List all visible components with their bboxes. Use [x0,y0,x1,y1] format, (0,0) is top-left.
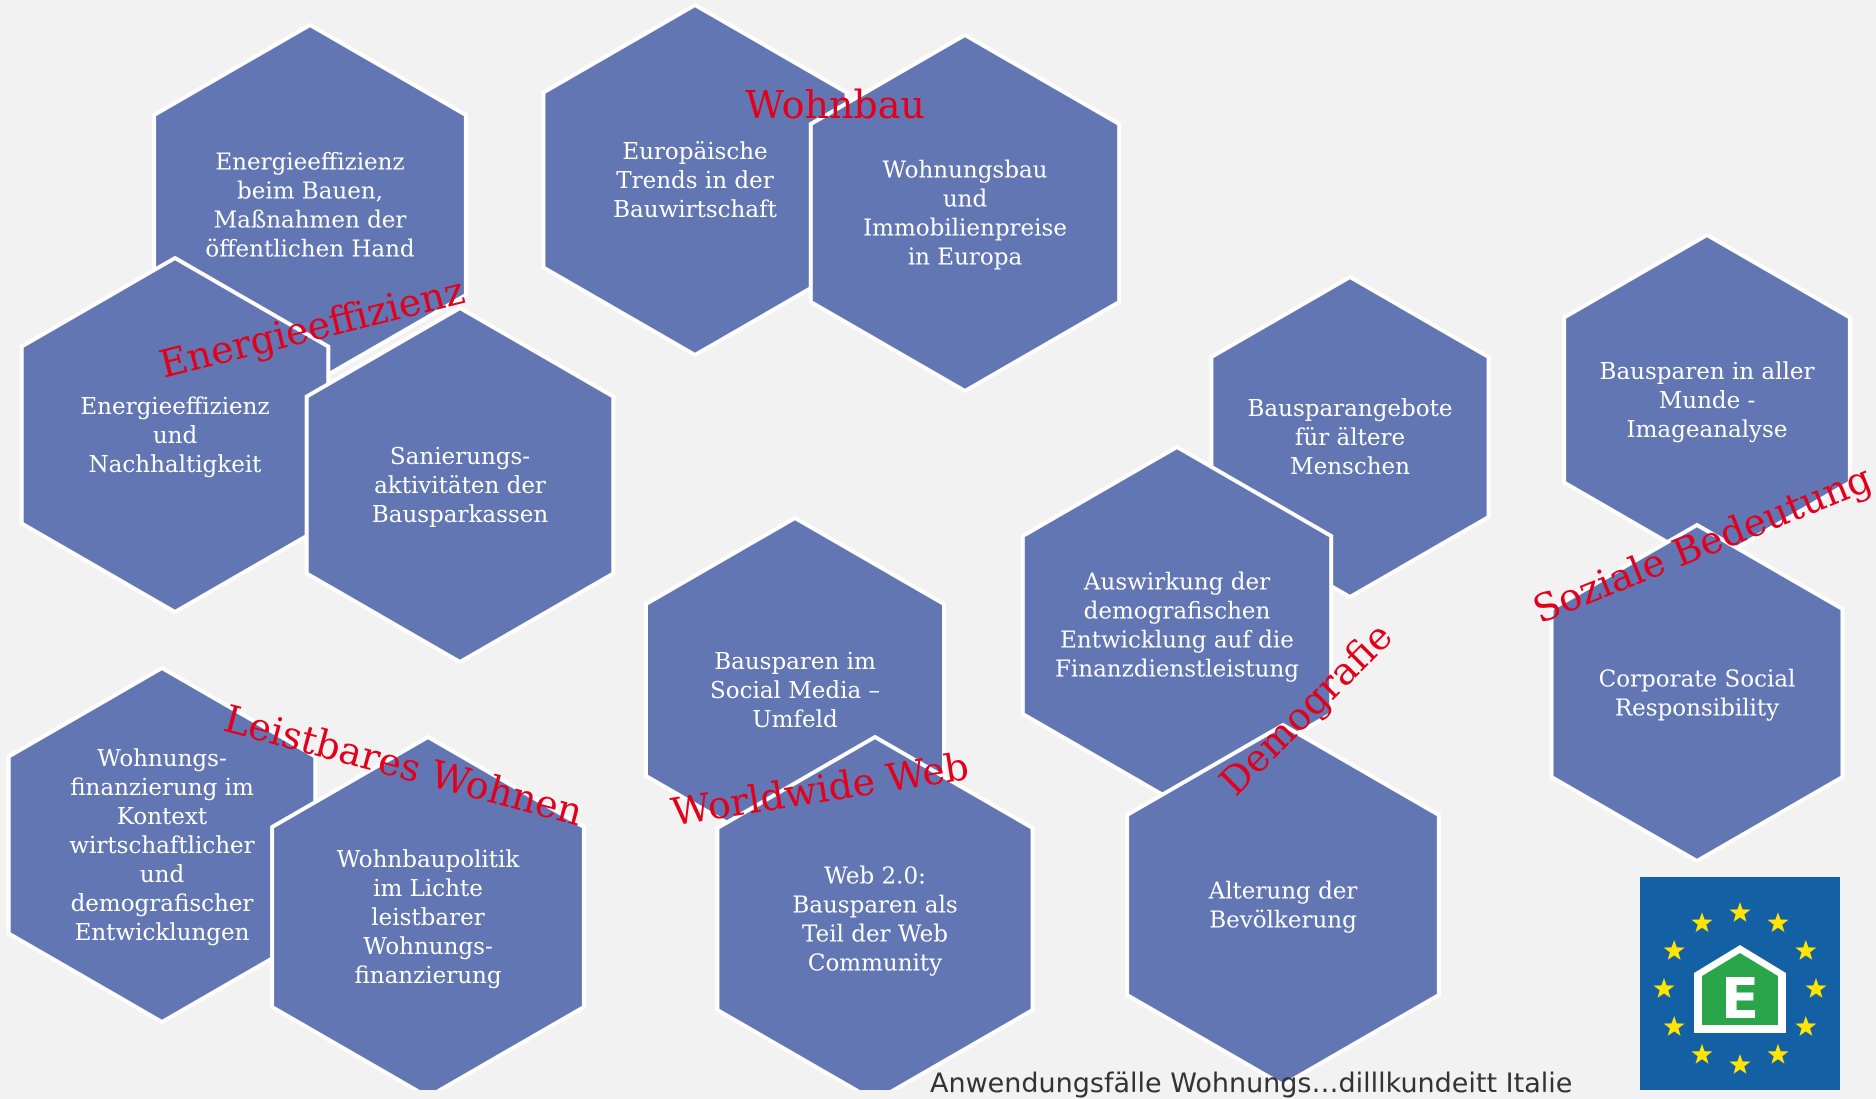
star-icon [1767,1043,1789,1064]
hexagon-text-line: und [140,862,185,888]
hexagon-text-line: Energieeffizienz [215,150,404,176]
hexagon-text-line: Maßnahmen der [214,208,407,234]
star-icon [1729,1054,1751,1074]
hexagon-text-line: demografischen [1084,599,1271,625]
hexagon-text-line: und [153,423,198,449]
star-icon [1767,912,1789,933]
hexagon-text-line: Umfeld [752,707,838,733]
hexagon-text-line: Trends in der [616,168,773,194]
hexagon-text-line: Bausparangebote [1248,396,1453,422]
hexagon-text-line: Finanzdienstleistung [1055,657,1299,683]
hexagon-text-line: Imageanalyse [1627,417,1788,443]
hexagon-shape [1125,722,1441,1088]
hexagon-text-line: Energieeffizienz [80,394,269,420]
hexagon-text-line: Bausparkassen [372,502,549,528]
hexagon-text-line: öffentlichen Hand [205,237,415,263]
star-icon [1729,902,1751,922]
hexagon-text-line: leistbarer [371,905,484,931]
star-icon [1663,1016,1685,1036]
star-icon [1691,1043,1713,1064]
hexagon-text-line: Wohnungsbau [883,158,1048,184]
hexagon-text-line: Alterung der [1208,879,1358,905]
hexagon-text-line: Bausparen in aller [1600,359,1815,385]
hexagon-text-line: Sanierungs- [390,444,530,470]
hexagon-text-line: finanzierung [354,963,501,989]
star-ring-icon [1653,902,1827,1074]
hexagon-text-line: Social Media – [710,678,880,704]
hexagon-text-line: Europäische [622,139,767,165]
hexagon-text-line: Teil der Web [802,922,948,948]
hexagon-text-line: Menschen [1290,454,1410,480]
hexagon-text-line: Kontext [117,804,208,830]
hexagon-text-line: Nachhaltigkeit [89,452,263,478]
hexagon-wohnbaupolitik: Wohnbaupolitik im Lichte leistbarerWohnung… [270,734,586,1090]
hexagon-text-line: Wohnungs- [363,934,492,960]
hexagon-text-line: Auswirkung der [1083,570,1270,596]
hexagon-text-line: Bausparen im [714,649,876,675]
hexagon-text-line: Munde - [1659,388,1756,414]
hexagon-text-line: und [943,187,988,213]
hexagon-shape [270,734,586,1090]
hexagon-text-line: Entwicklung auf die [1060,628,1294,654]
footer-caption: Anwendungsfälle Wohnungs…dilllkundeitt I… [930,1068,1573,1099]
hexagon-shape [808,32,1122,394]
hexagon-text-line: Wohnungs- [97,746,226,772]
hexagon-text-line: Entwicklungen [75,920,250,946]
hexagon-text-line: wirtschaftlicher [69,833,254,859]
hexagon-text-line: im Lichte [373,876,483,902]
euro-house-logo-icon: E [1640,877,1840,1090]
star-icon [1795,940,1817,960]
hexagon-text-line: beim Bauen, [237,179,383,205]
hexagon-shape [1549,522,1845,864]
hexagon-shape [715,734,1035,1090]
hexagon-text-line: in Europa [908,245,1023,271]
hexagon-layer: Energieeffizienz beim Bauen, Maßnahmen der… [6,2,1852,1090]
star-icon [1691,912,1713,933]
hexagon-text-line: Bausparen als [792,893,957,919]
hexagon-text-line: Community [808,951,942,977]
hexagon-wohnungsfinanzierung-kontext: Wohnungs-finanzierung im Kontext wirtschaf… [6,665,318,1025]
hexagon-shape [6,665,318,1025]
hexagon-auswirkung-demografisch: Auswirkung der demografischenEntwicklung … [1020,444,1334,806]
star-icon [1805,978,1827,998]
hexagon-text-line: demografischer [71,891,254,917]
hexagon-text-line: Immobilienpreise [863,216,1067,242]
logo-letter: E [1721,967,1759,1032]
hexagon-text-line: Corporate Social [1599,667,1796,693]
hexagon-shape [541,2,849,358]
hexagon-text-line: aktivitäten der [374,473,546,499]
hexagon-text-line: Bauwirtschaft [613,197,777,223]
hexagon-text-line: Web 2.0: [824,864,926,890]
hexagon-text-line: Responsibility [1615,696,1779,722]
hexagon-text-line: Wohnbaupolitik [337,847,521,873]
star-icon [1653,978,1675,998]
hexagon-text-line: finanzierung im [70,775,254,801]
hexagon-text-line: für ältere [1295,425,1405,451]
category-label-wohnbau: Wohnbau [745,83,925,127]
star-icon [1795,1016,1817,1036]
hexagon-text-line: Bevölkerung [1209,908,1357,934]
hexagon-shape [19,255,331,615]
star-icon [1663,940,1685,960]
hexagon-shape [304,305,616,665]
